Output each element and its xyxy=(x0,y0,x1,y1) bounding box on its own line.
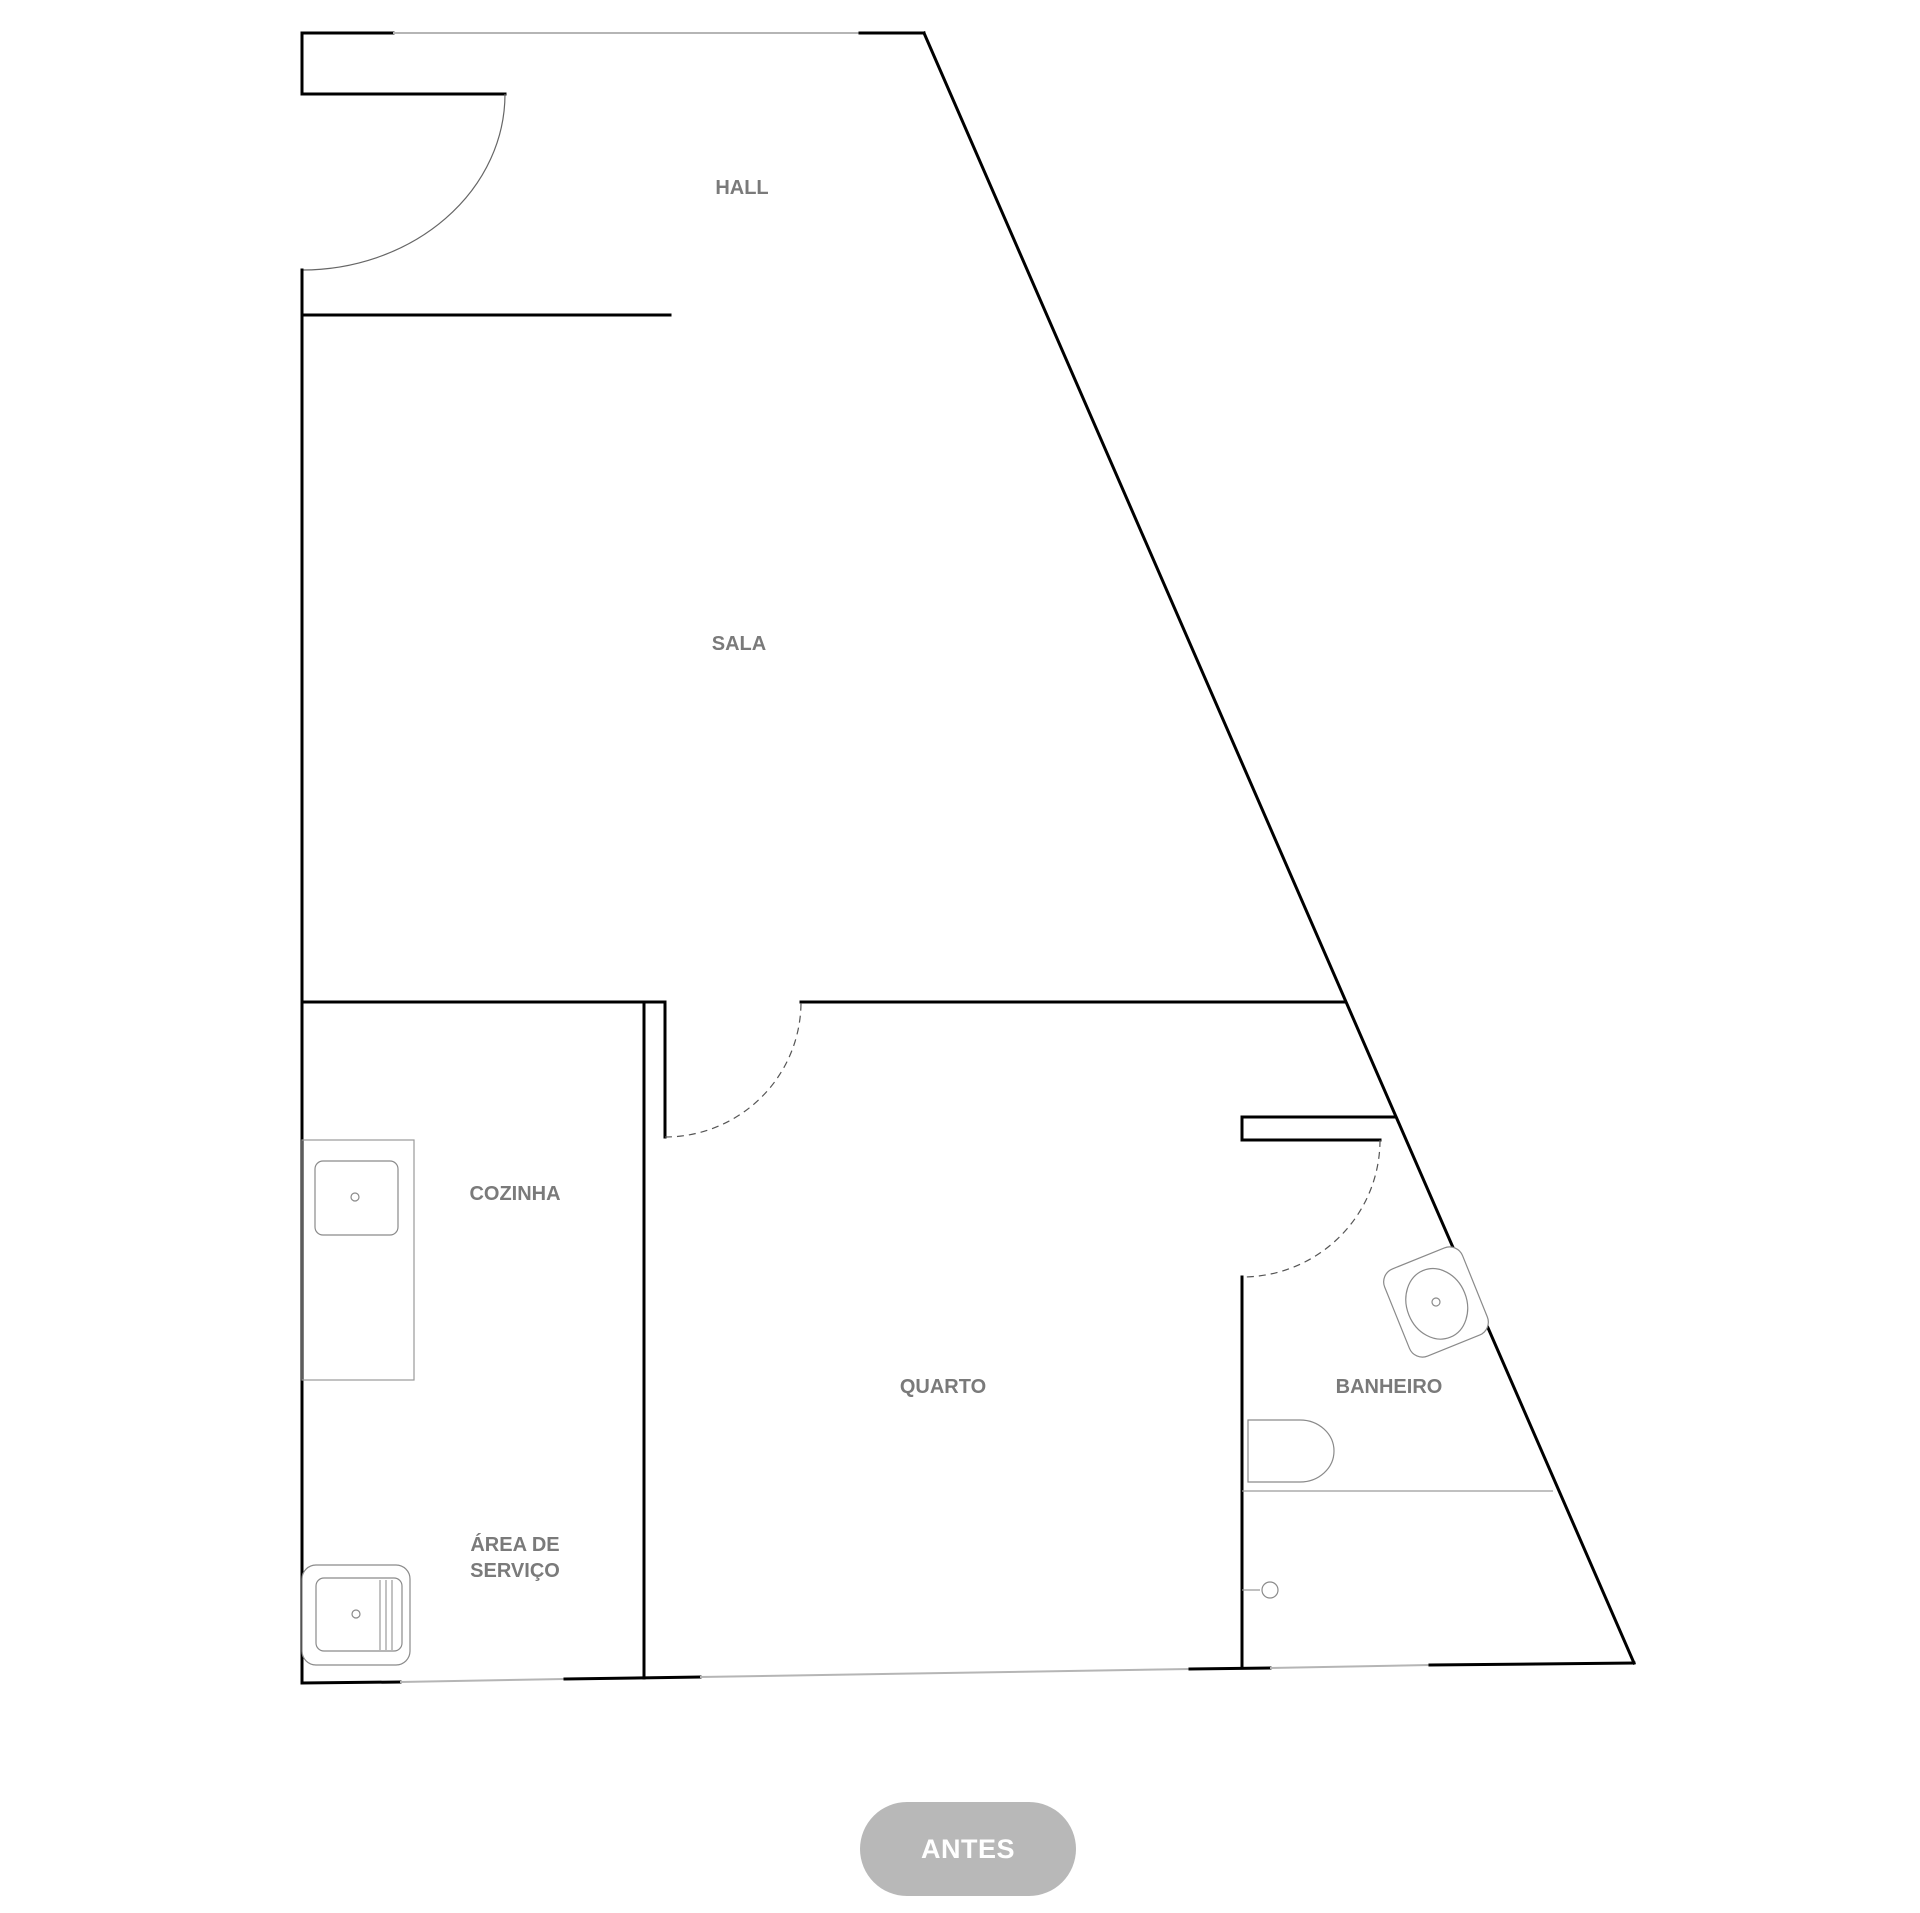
antes-badge: ANTES xyxy=(860,1802,1076,1896)
room-label-hall: HALL xyxy=(715,177,768,199)
bathroom-walls xyxy=(1240,1115,1397,1670)
kitchen-partition xyxy=(642,1000,802,1680)
room-label-banheiro: BANHEIRO xyxy=(1336,1376,1443,1398)
room-label-quarto: QUARTO xyxy=(900,1376,986,1398)
bottom-wall xyxy=(300,1661,1636,1685)
bathroom-sink xyxy=(1383,1246,1489,1358)
toilet xyxy=(1247,1419,1335,1483)
room-label-sala: SALA xyxy=(712,633,766,655)
laundry-tank xyxy=(301,1564,411,1666)
room-label-cozinha: COZINHA xyxy=(469,1183,560,1205)
room-label-area-servico-1: ÁREA DE xyxy=(470,1533,559,1556)
shower xyxy=(1242,1490,1553,1599)
kitchen-sink xyxy=(301,1139,415,1381)
diagonal-wall xyxy=(922,31,1636,1665)
room-label-area-servico-2: SERVIÇO xyxy=(470,1560,560,1582)
entrance-door xyxy=(300,31,672,317)
